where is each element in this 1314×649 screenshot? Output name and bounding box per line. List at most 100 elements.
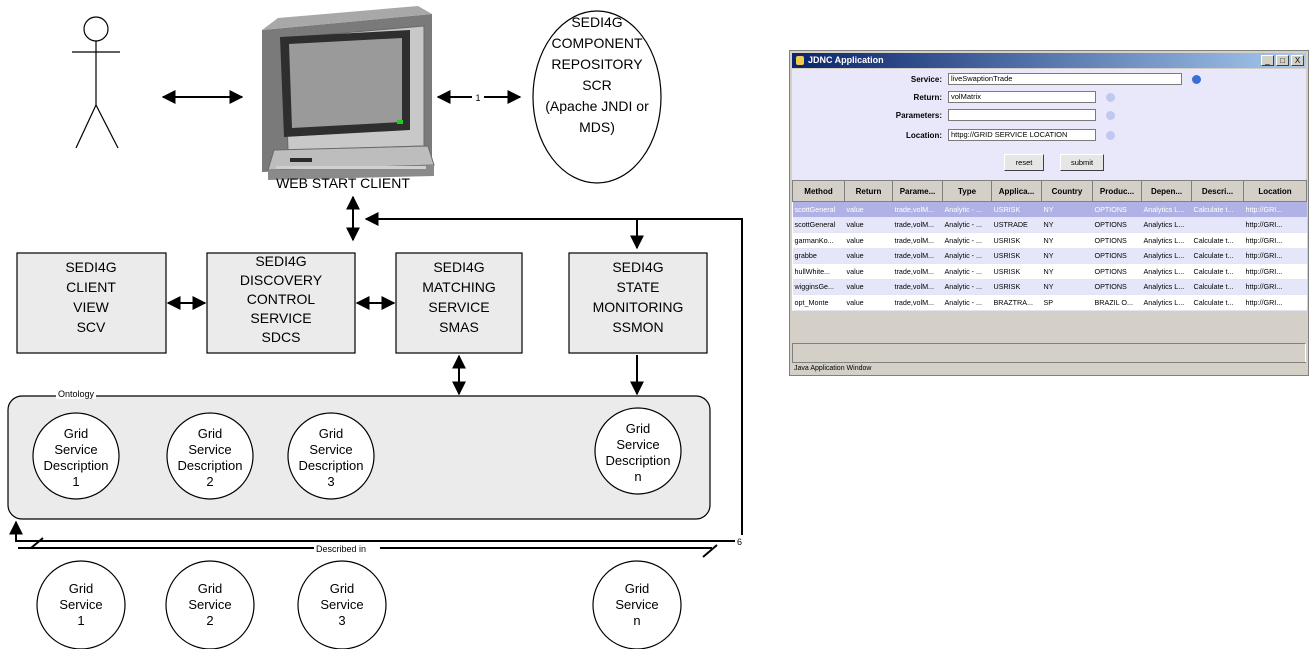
description-text: Service: [188, 442, 231, 457]
smas-matching-box: [395, 252, 523, 354]
table-cell: Analytics L...: [1141, 217, 1192, 233]
scv-client-view-box: [16, 252, 167, 354]
table-cell: Analytic - ...: [942, 217, 992, 233]
scr-line: COMPONENT: [552, 35, 643, 51]
sdcs-line: DISCOVERY: [240, 272, 323, 288]
table-row[interactable]: scottGeneral value trade,volM... Analyti…: [792, 217, 1307, 233]
sdcs-text: SEDI4G DISCOVERY CONTROL SERVICE SDCS: [240, 253, 323, 345]
service-label: Service:: [910, 75, 942, 84]
column-header-type[interactable]: Type: [942, 180, 992, 202]
table-row[interactable]: opt_Monte value trade,volM... Analytic -…: [792, 294, 1307, 311]
table-cell: NY: [1041, 217, 1093, 233]
table-cell: Analytic - ...: [942, 201, 992, 218]
scv-line: SCV: [77, 319, 106, 335]
column-header-location[interactable]: Location: [1243, 180, 1307, 202]
close-button[interactable]: X: [1291, 55, 1304, 66]
description-text: 3: [327, 474, 334, 489]
table-row[interactable]: grabbe value trade,volM... Analytic - ..…: [792, 248, 1307, 264]
window-title-bar[interactable]: JDNC Application _□X: [792, 53, 1306, 68]
table-cell: OPTIONS: [1092, 217, 1142, 233]
scr-line: SEDI4G: [571, 14, 622, 30]
table-cell: USRISK: [991, 263, 1042, 280]
grid-service-text: Grid: [330, 581, 355, 596]
table-row[interactable]: hullWhite... value trade,volM... Analyti…: [792, 263, 1307, 280]
window-title: JDNC Application: [808, 55, 884, 65]
column-header-application[interactable]: Applica...: [991, 180, 1042, 202]
scr-line: (Apache JNDI or: [545, 98, 649, 114]
table-cell: Analytic - ...: [942, 248, 992, 264]
location-info-icon[interactable]: [1106, 131, 1115, 140]
table-cell: OPTIONS: [1092, 263, 1142, 280]
submit-button[interactable]: submit: [1060, 154, 1104, 171]
table-cell: trade,volM...: [892, 248, 943, 264]
described-in-label: Described in: [316, 544, 366, 554]
location-row: Location: httpg://GRID SERVICE LOCATION: [792, 129, 1292, 142]
column-header-method[interactable]: Method: [792, 180, 845, 202]
table-cell: USTRADE: [991, 217, 1042, 233]
table-cell: Analytics L...: [1141, 279, 1192, 295]
description-circle-3: Grid Service Description 3: [287, 412, 375, 500]
table-cell: wigginsGe...: [792, 279, 845, 295]
table-cell: Analytics L...: [1141, 294, 1192, 311]
return-label: Return:: [913, 93, 942, 102]
maximize-button[interactable]: □: [1276, 55, 1289, 66]
table-row[interactable]: wigginsGe... value trade,volM... Analyti…: [792, 279, 1307, 295]
column-header-product[interactable]: Produc...: [1092, 180, 1142, 202]
column-header-country[interactable]: Country: [1041, 180, 1093, 202]
description-text: 2: [206, 474, 213, 489]
ssmon-line: SSMON: [612, 319, 663, 335]
grid-service-text: Service: [59, 597, 102, 612]
results-table: Method Return Parame... Type Applica... …: [792, 180, 1307, 311]
user-figure-icon: [72, 16, 120, 149]
table-cell: value: [844, 263, 893, 280]
reset-button[interactable]: reset: [1004, 154, 1044, 171]
scr-line: REPOSITORY: [551, 56, 643, 72]
description-text: Description: [177, 458, 242, 473]
minimize-button[interactable]: _: [1261, 55, 1274, 66]
scv-line: CLIENT: [66, 279, 116, 295]
smas-text: SEDI4G MATCHING SERVICE SMAS: [422, 259, 496, 335]
location-input[interactable]: httpg://GRID SERVICE LOCATION: [948, 129, 1096, 141]
scr-component-repository: [532, 10, 662, 184]
parameters-input[interactable]: [948, 109, 1096, 121]
table-cell: Calculate t...: [1191, 201, 1244, 218]
table-cell: value: [844, 217, 893, 233]
column-header-dependency[interactable]: Depen...: [1141, 180, 1192, 202]
description-circle-1: Grid Service Description 1: [32, 412, 120, 500]
parameters-info-icon[interactable]: [1106, 111, 1115, 120]
description-text: Grid: [319, 426, 344, 441]
table-cell: scottGeneral: [792, 201, 845, 218]
location-label: Location:: [906, 131, 942, 140]
column-header-return[interactable]: Return: [844, 180, 893, 202]
return-input[interactable]: volMatrix: [948, 91, 1096, 103]
table-cell: Analytic - ...: [942, 294, 992, 311]
description-text: Description: [43, 458, 108, 473]
table-cell: value: [844, 279, 893, 295]
table-cell: http://GRI...: [1243, 248, 1307, 264]
table-cell: http://GRI...: [1243, 294, 1307, 311]
ssmon-line: MONITORING: [593, 299, 684, 315]
service-info-icon[interactable]: [1192, 75, 1201, 84]
table-cell: Calculate t...: [1191, 248, 1244, 264]
description-circle-2: Grid Service Description 2: [166, 412, 254, 500]
table-cell: value: [844, 232, 893, 249]
table-cell: SP: [1041, 294, 1093, 311]
ssmon-line: SEDI4G: [612, 259, 663, 275]
table-cell: Calculate t...: [1191, 279, 1244, 295]
description-text: Grid: [626, 421, 651, 436]
table-cell: USRISK: [991, 232, 1042, 249]
smas-line: MATCHING: [422, 279, 496, 295]
arrow-label-1: 1: [475, 93, 480, 103]
table-row[interactable]: garmanKo... value trade,volM... Analytic…: [792, 232, 1307, 249]
description-text: Service: [616, 437, 659, 452]
table-row[interactable]: scottGeneral value trade,volM... Analyti…: [792, 201, 1307, 218]
return-info-icon[interactable]: [1106, 93, 1115, 102]
column-header-parameters[interactable]: Parame...: [892, 180, 943, 202]
description-circle-n: Grid Service Description n: [594, 407, 682, 495]
table-cell: trade,volM...: [892, 263, 943, 280]
column-header-description[interactable]: Descri...: [1191, 180, 1244, 202]
service-input[interactable]: liveSwaptionTrade: [948, 73, 1182, 85]
scr-line: MDS): [579, 119, 615, 135]
grid-service-text: n: [633, 613, 640, 628]
